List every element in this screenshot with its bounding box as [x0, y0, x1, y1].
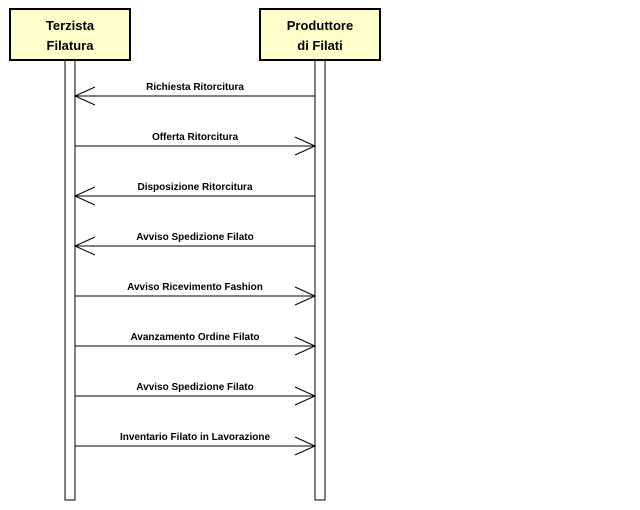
lifeline-produttore-di-filati — [314, 59, 326, 501]
participant-name-line2: Filatura — [47, 38, 95, 53]
arrowhead — [294, 286, 317, 306]
message: Avviso Ricevimento Fashion — [75, 282, 317, 306]
message-label: Avanzamento Ordine Filato — [130, 332, 259, 343]
message-label: Offerta Ritorcitura — [152, 132, 239, 143]
message-label: Inventario Filato in Lavorazione — [120, 432, 270, 443]
participant-terzista-filatura: Terzista Filatura — [9, 8, 131, 61]
arrowhead — [73, 236, 96, 256]
message: Disposizione Ritorcitura — [73, 182, 315, 206]
participant-box — [259, 8, 381, 61]
message: Avanzamento Ordine Filato — [75, 332, 317, 356]
message: Inventario Filato in Lavorazione — [75, 432, 317, 456]
message-label: Avviso Spedizione Filato — [136, 232, 253, 243]
message-label: Avviso Spedizione Filato — [136, 382, 253, 393]
message-label: Avviso Ricevimento Fashion — [127, 282, 263, 293]
arrowhead — [73, 86, 96, 106]
message: Avviso Spedizione Filato — [73, 232, 315, 256]
arrowhead — [294, 436, 317, 456]
message: Avviso Spedizione Filato — [75, 382, 317, 406]
message-label: Disposizione Ritorcitura — [137, 182, 252, 193]
participant-name-line1: Terzista — [46, 18, 95, 33]
arrowhead — [294, 386, 317, 406]
arrowhead — [294, 336, 317, 356]
message: Richiesta Ritorcitura — [73, 82, 315, 106]
message-label: Richiesta Ritorcitura — [146, 82, 244, 93]
arrowhead — [294, 136, 317, 156]
participant-produttore-di-filati: Produttore di Filati — [259, 8, 381, 61]
participant-box — [9, 8, 131, 61]
message: Offerta Ritorcitura — [75, 132, 317, 156]
lifeline-terzista-filatura — [64, 59, 76, 501]
arrowhead — [73, 186, 96, 206]
participant-name-line1: Produttore — [287, 18, 353, 33]
participant-name-line2: di Filati — [297, 38, 343, 53]
